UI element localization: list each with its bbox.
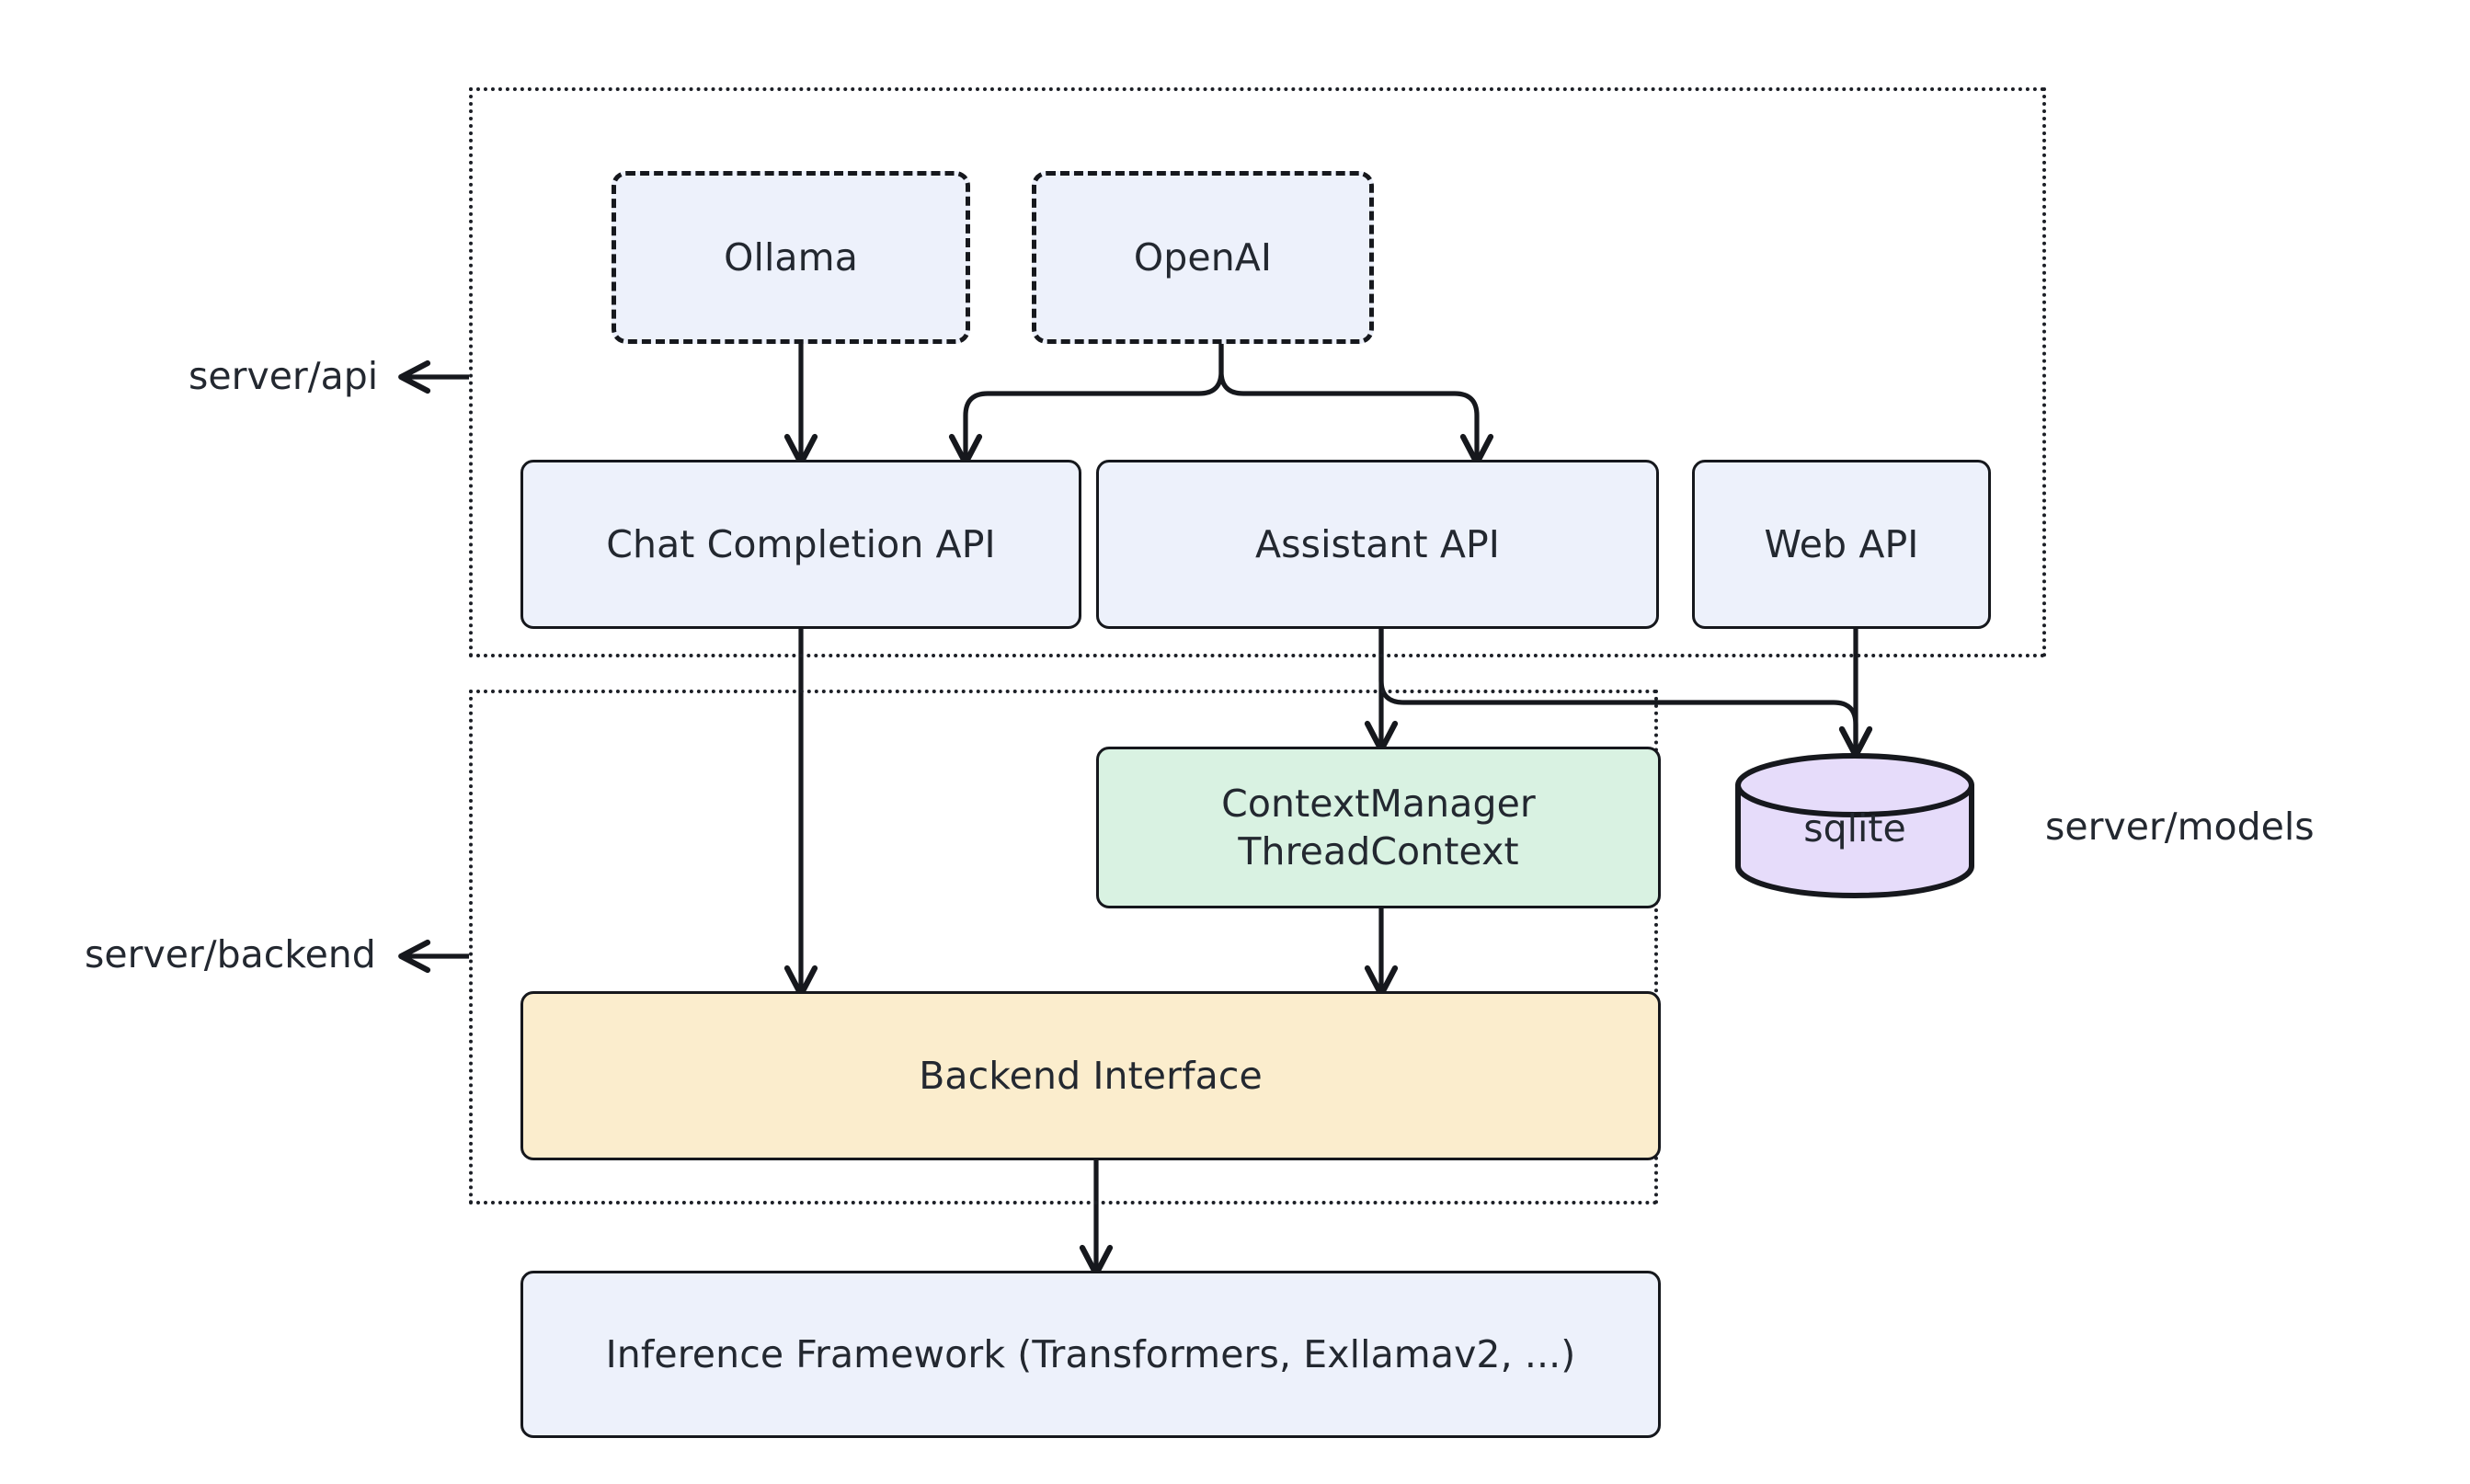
label-server-api: server/api: [189, 354, 378, 398]
node-assistant-api-label: Assistant API: [1255, 521, 1500, 566]
label-server-api-text: server/api: [189, 354, 379, 398]
node-ollama[interactable]: Ollama: [612, 171, 970, 344]
node-ollama-label: Ollama: [724, 234, 858, 280]
sqlite-cylinder-shape: [1735, 753, 1974, 898]
label-server-backend-text: server/backend: [85, 932, 376, 976]
label-server-models-text: server/models: [2045, 805, 2315, 849]
node-chat-completion-api-label: Chat Completion API: [606, 521, 996, 566]
edge-openai-to-assistant: [1218, 344, 1494, 466]
node-chat-completion-api[interactable]: Chat Completion API: [520, 460, 1081, 629]
node-context-manager-label-line2: ThreadContext: [1238, 829, 1519, 873]
node-inference-framework[interactable]: Inference Framework (Transformers, Exlla…: [520, 1271, 1661, 1438]
node-context-manager[interactable]: ContextManager ThreadContext: [1096, 747, 1661, 908]
node-inference-framework-label: Inference Framework (Transformers, Exlla…: [605, 1331, 1576, 1376]
node-openai[interactable]: OpenAI: [1032, 171, 1374, 344]
node-assistant-api[interactable]: Assistant API: [1096, 460, 1659, 629]
node-openai-label: OpenAI: [1133, 234, 1273, 280]
node-web-api-label: Web API: [1764, 521, 1919, 566]
node-context-manager-label-line1: ContextManager: [1221, 781, 1536, 826]
node-backend-interface[interactable]: Backend Interface: [520, 991, 1661, 1160]
group-server-backend: [469, 690, 1658, 1204]
node-backend-interface-label: Backend Interface: [919, 1053, 1263, 1098]
label-server-models: server/models: [2045, 805, 2315, 849]
node-sqlite[interactable]: sqlite: [1734, 752, 1975, 899]
group-server-api: [469, 87, 2046, 657]
node-sqlite-label: sqlite: [1803, 806, 1906, 851]
label-server-backend: server/backend: [85, 932, 376, 976]
node-web-api[interactable]: Web API: [1692, 460, 1991, 629]
